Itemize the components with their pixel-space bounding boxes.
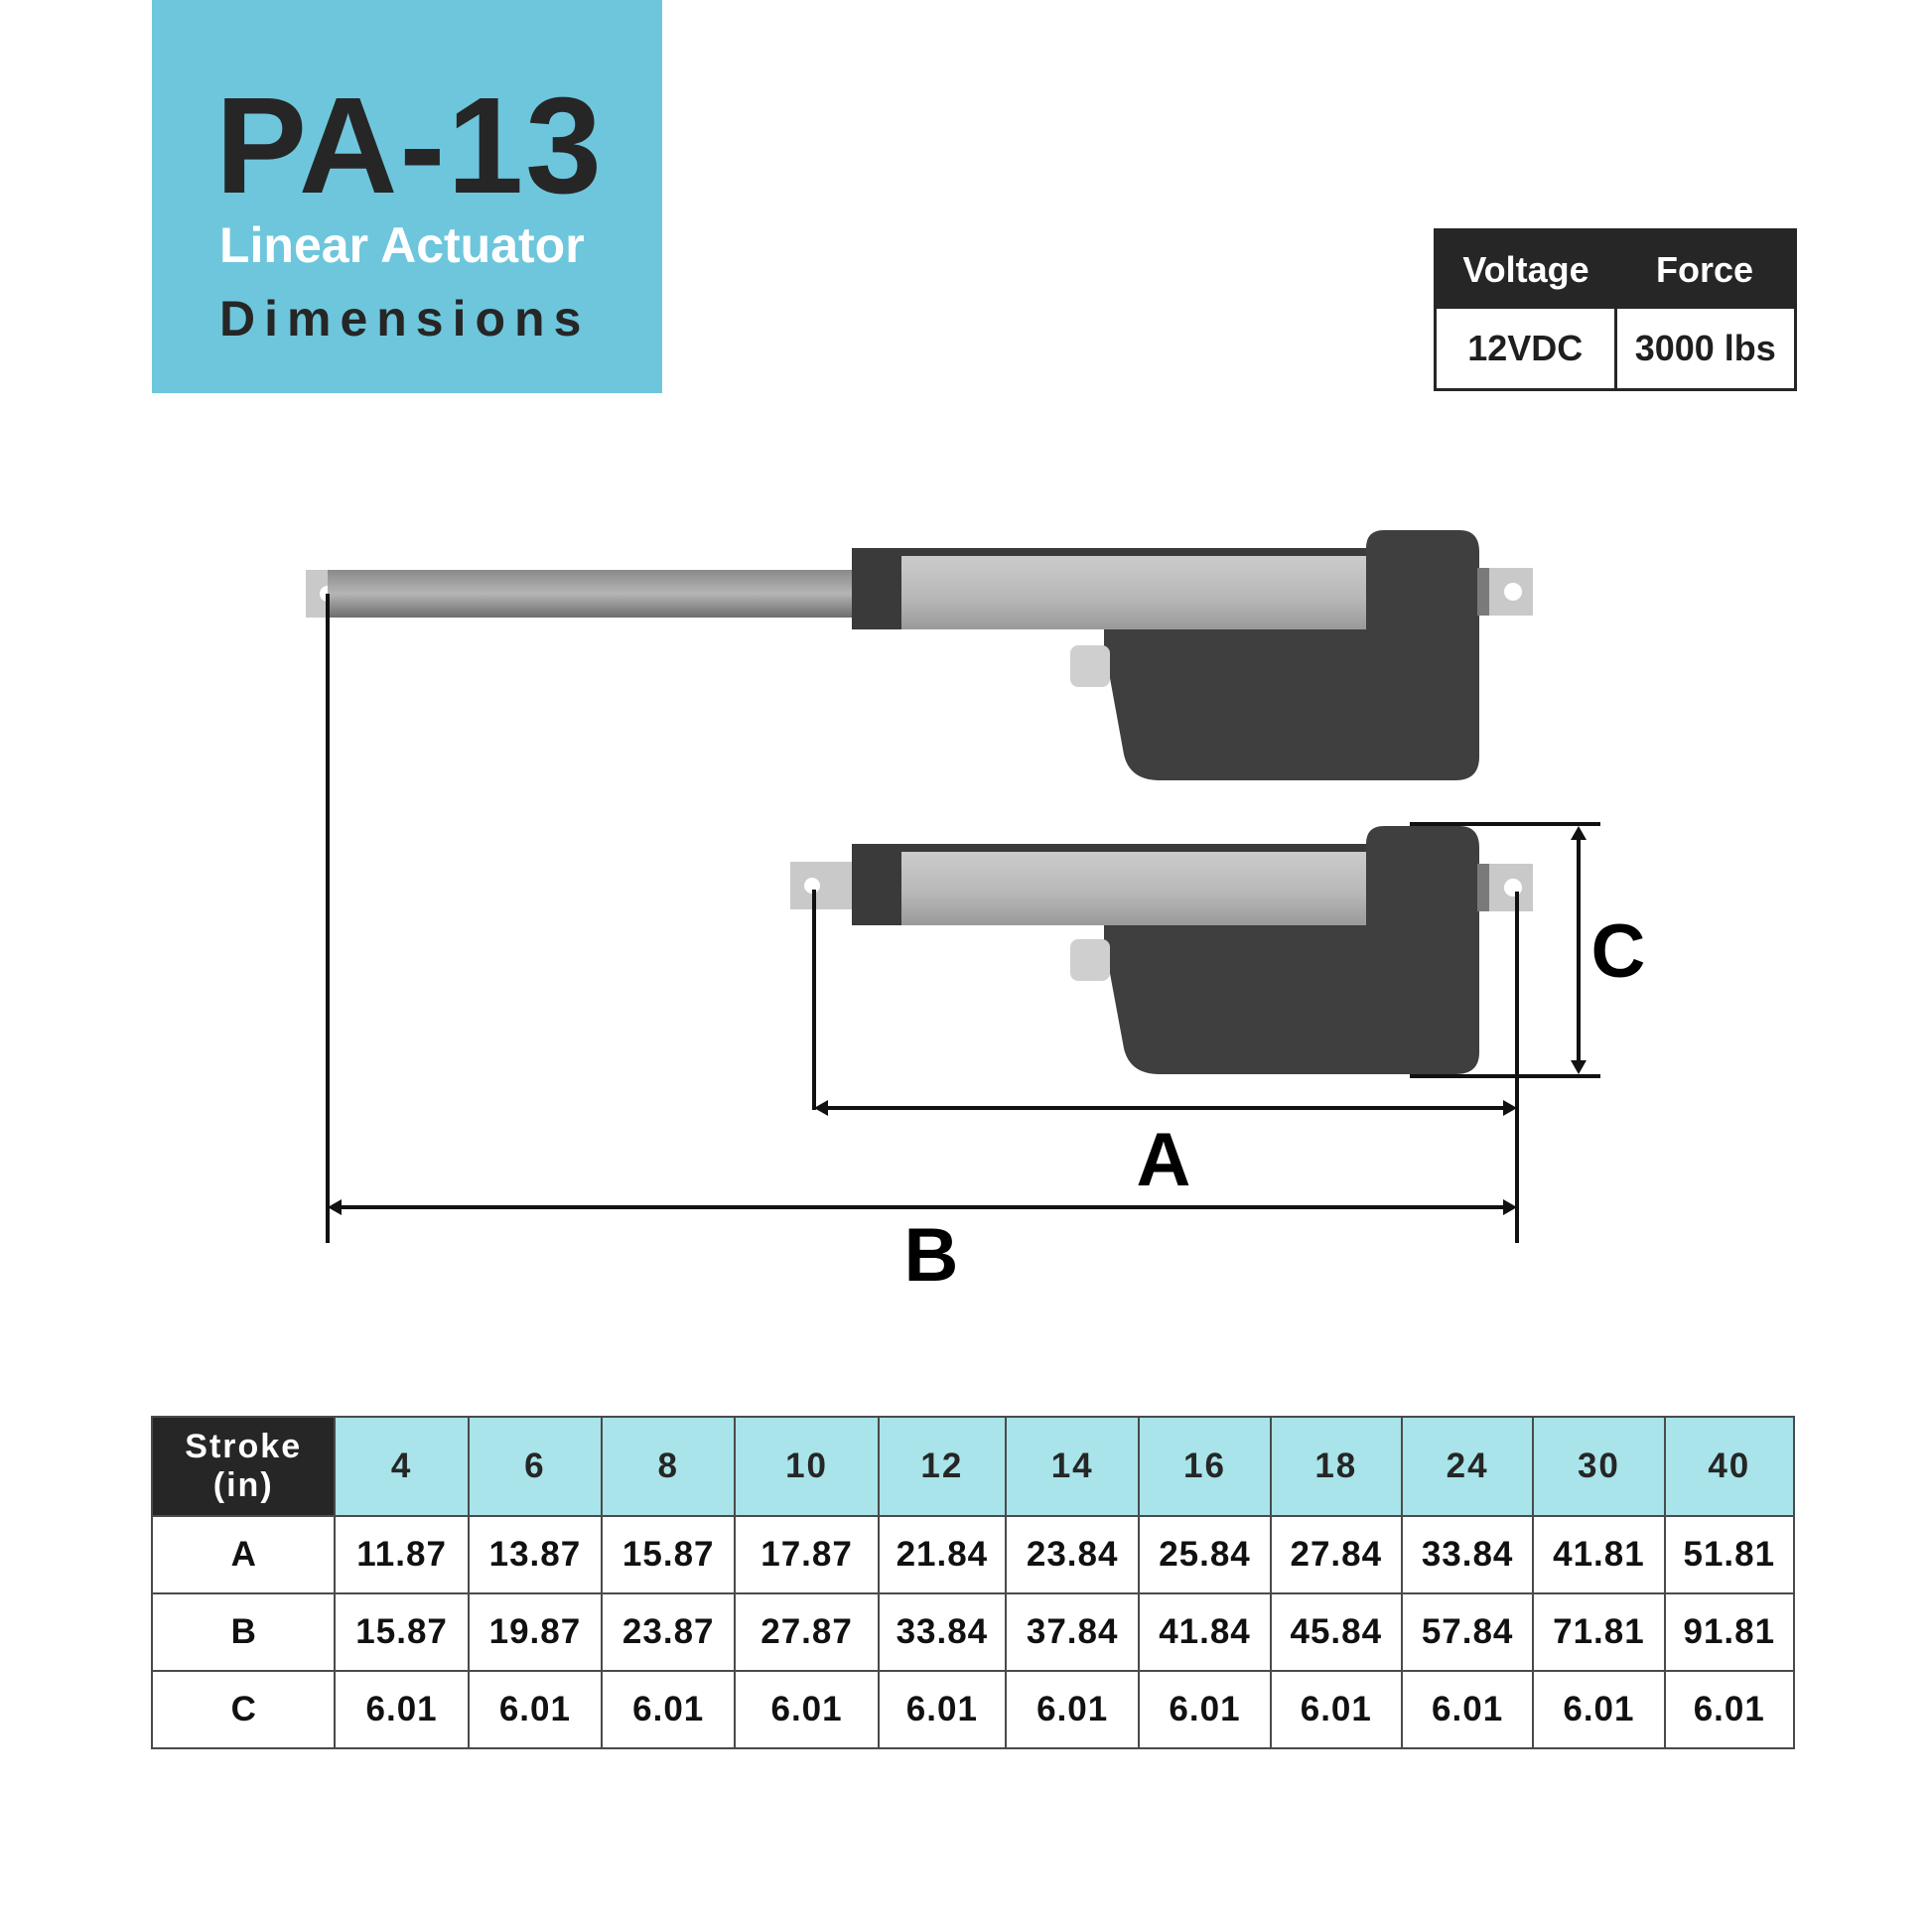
model-title: PA-13: [215, 69, 604, 222]
rod-end-clevis-retracted: [790, 862, 854, 909]
b-arrow-right: [1503, 1199, 1517, 1215]
stroke-header: 18: [1269, 1416, 1403, 1517]
table-cell: 13.87: [467, 1515, 604, 1594]
row-label: A: [150, 1515, 337, 1594]
label-b: B: [904, 1213, 959, 1298]
table-cell: 6.01: [334, 1670, 470, 1749]
spec-header-row: Voltage Force: [1437, 231, 1794, 309]
dimension-lines: [326, 594, 1600, 1243]
subtitle-line1: Linear Actuator: [219, 217, 585, 273]
table-cell: 6.01: [734, 1670, 880, 1749]
spec-table: Voltage Force 12VDC 3000 lbs: [1434, 228, 1797, 391]
table-cell: 91.81: [1663, 1592, 1796, 1672]
table-cell: 71.81: [1532, 1592, 1666, 1672]
spec-value-row: 12VDC 3000 lbs: [1437, 309, 1794, 388]
table-cell: 45.84: [1269, 1592, 1403, 1672]
table-cell: 41.84: [1138, 1592, 1272, 1672]
table-cell: 6.01: [1138, 1670, 1272, 1749]
table-cell: 6.01: [1269, 1670, 1403, 1749]
table-cell: 6.01: [467, 1670, 604, 1749]
outer-tube-retracted: [854, 844, 1370, 925]
tube-cap: [852, 548, 901, 629]
table-cell: 41.81: [1532, 1515, 1666, 1594]
stroke-header-corner: Stroke (in): [150, 1416, 337, 1517]
stroke-header: 4: [334, 1416, 470, 1517]
c-arrow-bottom: [1571, 1060, 1587, 1074]
corner-line1: Stroke: [185, 1427, 303, 1465]
table-cell: 23.87: [601, 1592, 737, 1672]
table-cell: 17.87: [734, 1515, 880, 1594]
a-arrow-left: [814, 1100, 828, 1116]
table-cell: 6.01: [601, 1670, 737, 1749]
rear-clevis-hole: [1504, 583, 1522, 601]
spec-value-force: 3000 lbs: [1613, 309, 1795, 388]
table-cell: 19.87: [467, 1592, 604, 1672]
table-cell: 6.01: [1663, 1670, 1796, 1749]
spec-value-voltage: 12VDC: [1467, 328, 1584, 368]
dimension-arrows: [328, 826, 1587, 1215]
actuator-diagram: A B C: [306, 530, 1646, 1298]
tube-top-edge: [854, 548, 1370, 556]
stroke-header: 10: [734, 1416, 880, 1517]
stroke-header: 14: [1005, 1416, 1141, 1517]
table-cell: 21.84: [877, 1515, 1008, 1594]
row-label: C: [150, 1670, 337, 1749]
b-arrow-left: [328, 1199, 342, 1215]
table-cell: 33.84: [1400, 1515, 1535, 1594]
table-cell: 23.84: [1005, 1515, 1141, 1594]
motor-housing: [1104, 530, 1479, 780]
motor-plug: [1070, 645, 1110, 687]
table-cell: 37.84: [1005, 1592, 1141, 1672]
stroke-header-row: Stroke (in) 4 6 8 10 12 14 16 18 24 30 4…: [150, 1416, 1796, 1517]
table-cell: 27.87: [734, 1592, 880, 1672]
title-block: PA-13 Linear Actuator Dimensions: [152, 0, 662, 393]
stroke-header: 30: [1532, 1416, 1666, 1517]
table-cell: 6.01: [1400, 1670, 1535, 1749]
table-cell: 6.01: [1005, 1670, 1141, 1749]
stroke-header: 24: [1400, 1416, 1535, 1517]
stroke-header: 8: [601, 1416, 737, 1517]
table-cell: 6.01: [1532, 1670, 1666, 1749]
table-cell: 15.87: [601, 1515, 737, 1594]
stroke-header: 6: [467, 1416, 604, 1517]
table-row: B 15.87 19.87 23.87 27.87 33.84 37.84 41…: [150, 1592, 1796, 1672]
motor-housing-retracted: [1104, 826, 1479, 1074]
stroke-header: 12: [877, 1416, 1008, 1517]
rear-clevis-shade-retracted: [1477, 864, 1489, 911]
table-cell: 51.81: [1663, 1515, 1796, 1594]
subtitle-line2: Dimensions: [219, 291, 591, 346]
dimensions-table: Stroke (in) 4 6 8 10 12 14 16 18 24 30 4…: [150, 1416, 1796, 1749]
table-cell: 33.84: [877, 1592, 1008, 1672]
retracted-actuator: [790, 826, 1533, 1074]
corner-line2: (in): [212, 1466, 274, 1504]
label-c: C: [1591, 909, 1646, 994]
spec-header-force: Force: [1655, 249, 1754, 290]
tube-top-edge-retracted: [854, 844, 1370, 852]
extended-actuator: [306, 530, 1533, 780]
a-arrow-right: [1503, 1100, 1517, 1116]
table-cell: 11.87: [334, 1515, 470, 1594]
motor-plug-retracted: [1070, 939, 1110, 981]
stroke-header: 40: [1663, 1416, 1796, 1517]
rear-clevis-hole-retracted: [1504, 879, 1522, 897]
table-cell: 15.87: [334, 1592, 470, 1672]
table-row: C 6.01 6.01 6.01 6.01 6.01 6.01 6.01 6.0…: [150, 1670, 1796, 1749]
rear-clevis-shade: [1477, 568, 1489, 616]
stroke-header: 16: [1138, 1416, 1272, 1517]
table-cell: 6.01: [877, 1670, 1008, 1749]
extension-rod: [328, 570, 854, 618]
table-row: A 11.87 13.87 15.87 17.87 21.84 23.84 25…: [150, 1515, 1796, 1594]
table-cell: 27.84: [1269, 1515, 1403, 1594]
label-a: A: [1137, 1118, 1191, 1202]
outer-tube: [854, 548, 1370, 629]
table-cell: 25.84: [1138, 1515, 1272, 1594]
c-arrow-top: [1571, 826, 1587, 840]
tube-cap-retracted: [852, 844, 901, 925]
spec-header-voltage: Voltage: [1462, 249, 1589, 290]
table-cell: 57.84: [1400, 1592, 1535, 1672]
row-label: B: [150, 1592, 337, 1672]
